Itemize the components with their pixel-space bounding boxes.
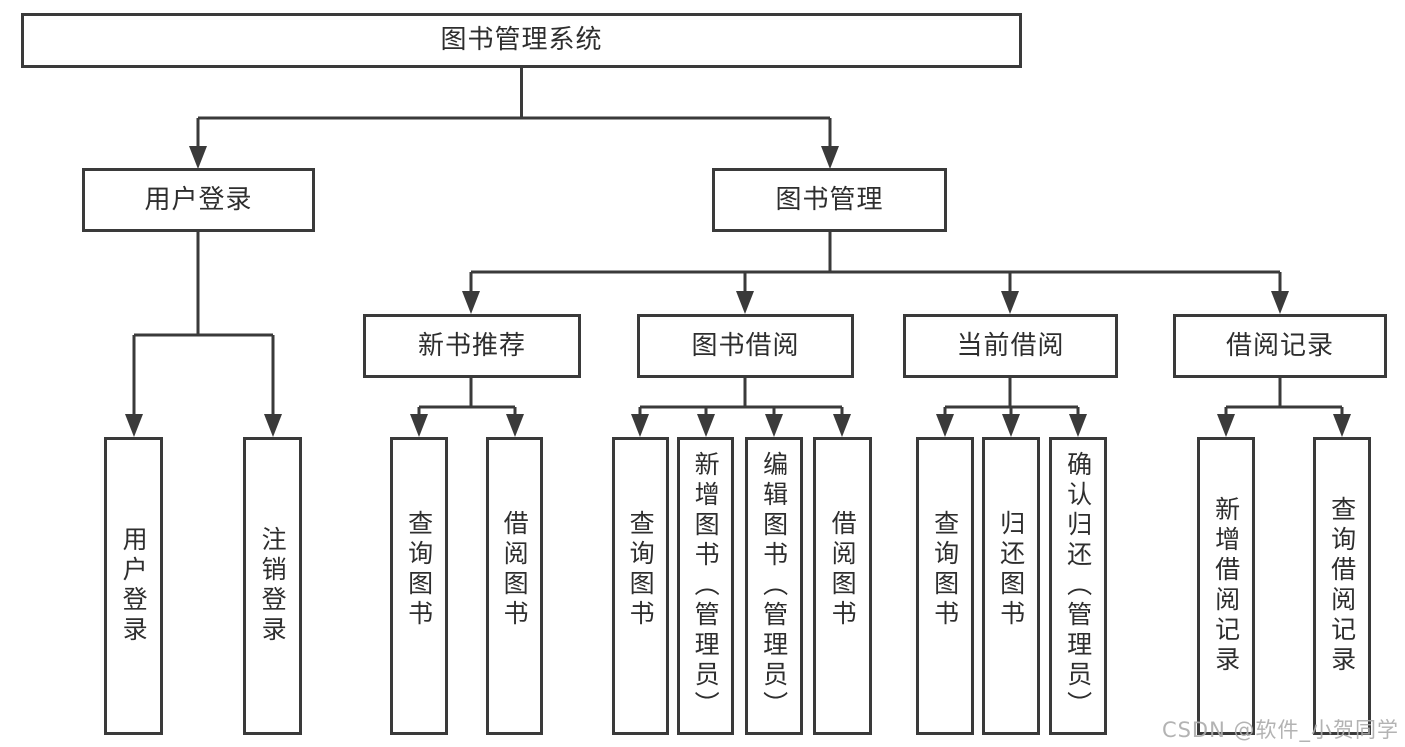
leaf-user-login: 用户登录 bbox=[104, 437, 163, 735]
leaf-return-books: 归还图书 bbox=[982, 437, 1040, 735]
leaf-query-borrow-record: 查询借阅记录 bbox=[1313, 437, 1371, 735]
node-current-borrowing: 当前借阅 bbox=[903, 314, 1118, 378]
leaf-confirm-return-admin: 确认归还（管理员） bbox=[1049, 437, 1107, 735]
edge-new-book-recommend-to-leaves bbox=[417, 378, 517, 416]
node-user-login: 用户登录 bbox=[82, 168, 315, 232]
leaf-query-books-recommend: 查询图书 bbox=[390, 437, 448, 735]
leaf-query-books-borrowing: 查询图书 bbox=[612, 437, 669, 735]
node-library-management-system: 图书管理系统 bbox=[21, 13, 1022, 68]
leaf-add-borrow-record: 新增借阅记录 bbox=[1197, 437, 1255, 735]
leaf-add-books-admin: 新增图书（管理员） bbox=[677, 437, 734, 735]
leaf-logout-login: 注销登录 bbox=[243, 437, 302, 735]
edge-book-borrowing-to-leaves bbox=[638, 378, 844, 416]
leaf-borrow-books-borrowing: 借阅图书 bbox=[813, 437, 872, 735]
edge-user-login-to-leaves bbox=[132, 232, 275, 416]
edge-borrowing-records-to-leaves bbox=[1224, 378, 1344, 416]
edge-current-borrowing-to-leaves bbox=[943, 378, 1080, 416]
leaf-query-books-current: 查询图书 bbox=[916, 437, 974, 735]
node-new-book-recommendation: 新书推荐 bbox=[363, 314, 581, 378]
edge-book-management-to-level3 bbox=[469, 232, 1282, 293]
node-borrowing-records: 借阅记录 bbox=[1173, 314, 1387, 378]
node-book-borrowing: 图书借阅 bbox=[637, 314, 854, 378]
leaf-edit-books-admin: 编辑图书（管理员） bbox=[745, 437, 803, 735]
csdn-watermark: CSDN @软件_小贺同学 bbox=[1161, 718, 1399, 742]
leaf-borrow-books-recommend: 借阅图书 bbox=[486, 437, 543, 735]
node-book-management: 图书管理 bbox=[712, 168, 947, 232]
arrowheads bbox=[125, 146, 1351, 437]
edge-root-to-level2 bbox=[196, 68, 832, 148]
